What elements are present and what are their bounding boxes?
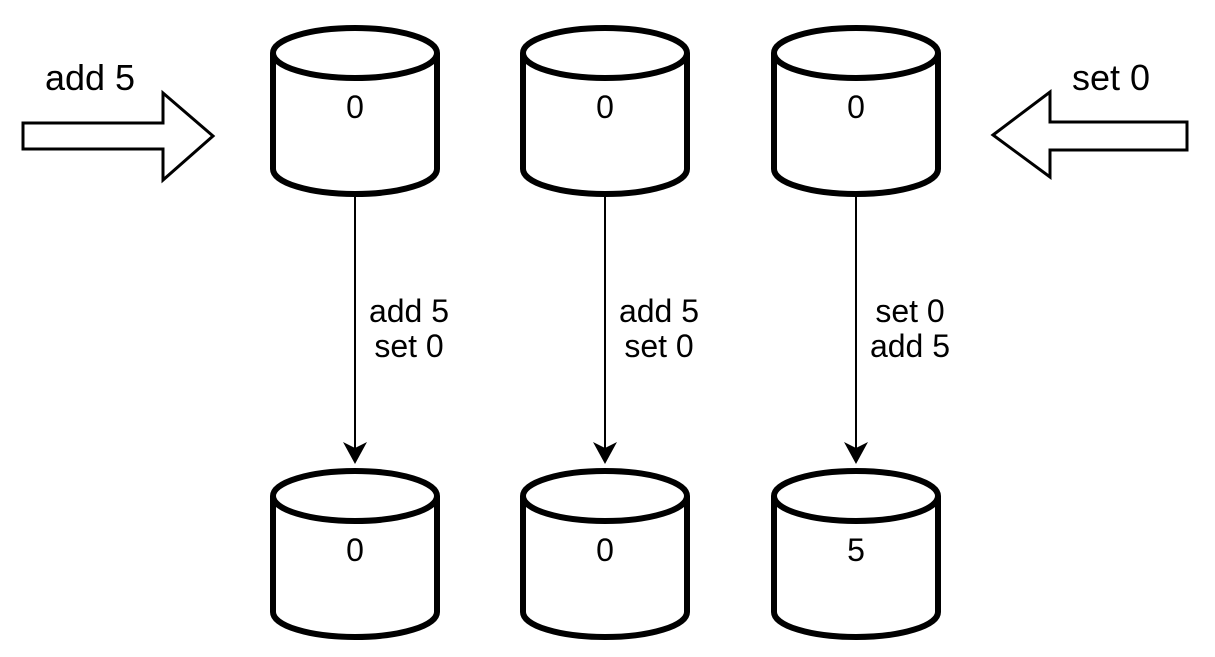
database-body [270, 53, 440, 197]
client-request-right: set 0 [990, 57, 1189, 180]
database-top-ellipse [270, 25, 440, 81]
top-database-value: 0 [346, 89, 364, 125]
op-label-line2: set 0 [624, 328, 693, 364]
bottom-database-value: 0 [346, 532, 364, 568]
database-body [270, 496, 440, 640]
client-request-left: add 5 [21, 57, 216, 184]
database-top-ellipse [771, 25, 941, 81]
op-label-line1: set 0 [875, 293, 944, 329]
top-database-value: 0 [596, 89, 614, 125]
database-body [520, 496, 690, 640]
replica-column-2: 0 add 5 set 0 0 [520, 25, 699, 640]
top-database-cylinder: 0 [520, 25, 690, 197]
bottom-database-value: 0 [596, 532, 614, 568]
database-body [771, 496, 941, 640]
left-block-arrow-icon [990, 88, 1189, 180]
bottom-database-cylinder: 0 [520, 468, 690, 640]
op-label-line2: add 5 [870, 328, 950, 364]
left-operation-label: add 5 [45, 57, 135, 98]
top-database-cylinder: 0 [270, 25, 440, 197]
op-label-line2: set 0 [374, 328, 443, 364]
database-top-ellipse [270, 468, 440, 524]
arrowhead-icon [593, 442, 617, 464]
bottom-database-value: 5 [847, 532, 865, 568]
right-operation-label: set 0 [1072, 57, 1150, 98]
top-database-value: 0 [847, 89, 865, 125]
database-top-ellipse [520, 25, 690, 81]
database-body [520, 53, 690, 197]
op-label-line1: add 5 [619, 293, 699, 329]
right-block-arrow-icon [21, 89, 216, 184]
replica-column-3: 0 set 0 add 5 5 [771, 25, 950, 640]
top-database-cylinder: 0 [771, 25, 941, 197]
database-top-ellipse [520, 468, 690, 524]
database-top-ellipse [771, 468, 941, 524]
bottom-database-cylinder: 0 [270, 468, 440, 640]
database-body [771, 53, 941, 197]
bottom-database-cylinder: 5 [771, 468, 941, 640]
arrowhead-icon [844, 442, 868, 464]
op-label-line1: add 5 [369, 293, 449, 329]
replica-column-1: 0 add 5 set 0 0 [270, 25, 449, 640]
arrowhead-icon [343, 442, 367, 464]
